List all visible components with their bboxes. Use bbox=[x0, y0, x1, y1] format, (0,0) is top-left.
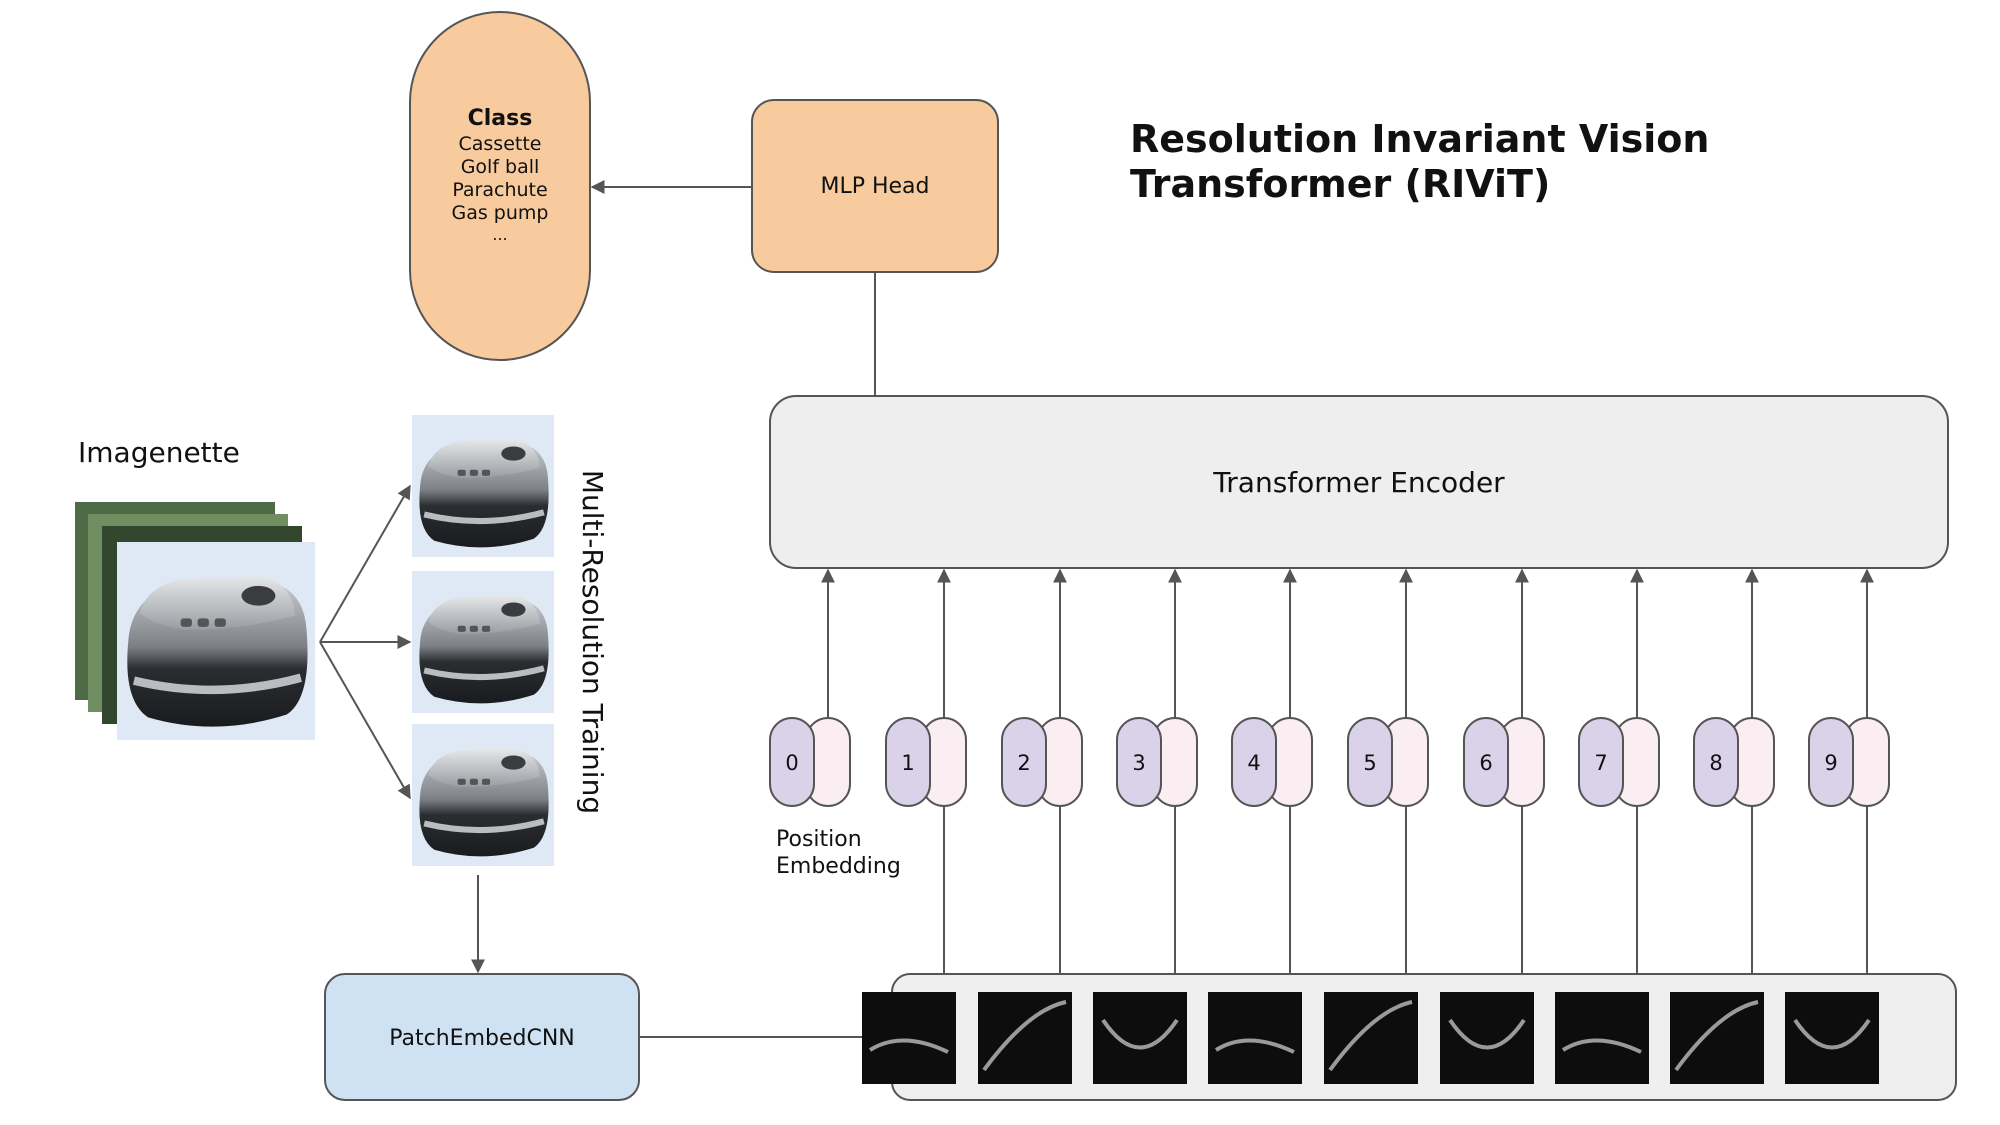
resolution-image bbox=[412, 724, 554, 866]
dataset-label: Imagenette bbox=[78, 436, 240, 469]
position-token-label: 1 bbox=[901, 751, 914, 775]
fanout-arrow-top bbox=[319, 484, 411, 643]
patch-image bbox=[862, 992, 956, 1084]
patch-edge-feature bbox=[1101, 1018, 1179, 1050]
position-embedding-label: Embedding bbox=[776, 854, 901, 879]
patch-image bbox=[1324, 992, 1418, 1084]
patch-image bbox=[1093, 992, 1187, 1084]
diagram-title-line2: Transformer (RIViT) bbox=[1130, 162, 1550, 206]
class-item: Parachute bbox=[452, 179, 547, 201]
position-token-label: 9 bbox=[1824, 751, 1837, 775]
position-embedding-label: Position bbox=[776, 827, 862, 852]
class-heading: Class bbox=[468, 106, 533, 131]
position-token-label: 0 bbox=[785, 751, 798, 775]
position-token bbox=[1001, 717, 1047, 807]
patch-edge-feature bbox=[868, 1038, 949, 1054]
patch-image bbox=[1555, 992, 1649, 1084]
patch-edge-feature bbox=[1214, 1038, 1295, 1054]
class-item: Gas pump bbox=[452, 202, 549, 224]
position-token bbox=[885, 717, 931, 807]
position-token bbox=[1808, 717, 1854, 807]
class-item: Golf ball bbox=[461, 156, 540, 178]
patch-image bbox=[1670, 992, 1764, 1084]
position-token bbox=[1463, 717, 1509, 807]
transformer-encoder-label: Transformer Encoder bbox=[1212, 466, 1505, 499]
sample-image bbox=[117, 542, 315, 740]
patch-embed-box: PatchEmbedCNN bbox=[324, 973, 640, 1101]
position-token-label: 6 bbox=[1479, 751, 1492, 775]
token-group: 0 1 2 3 4 5 6 7 8 9 bbox=[769, 568, 1890, 974]
class-item: ... bbox=[492, 225, 507, 244]
position-token bbox=[1231, 717, 1277, 807]
resolution-image bbox=[412, 571, 554, 713]
position-token bbox=[769, 717, 815, 807]
position-token-label: 7 bbox=[1594, 751, 1607, 775]
patch-edge-feature bbox=[1561, 1038, 1642, 1054]
position-token bbox=[1347, 717, 1393, 807]
transformer-encoder-box: Transformer Encoder bbox=[769, 395, 1949, 569]
fanout-arrow-bottom bbox=[319, 641, 411, 800]
patch-embed-label: PatchEmbedCNN bbox=[389, 1026, 575, 1051]
patch-image bbox=[1440, 992, 1534, 1084]
patch-image bbox=[1785, 992, 1879, 1084]
position-token-label: 8 bbox=[1709, 751, 1722, 775]
class-box: Class Cassette Golf ball Parachute Gas p… bbox=[409, 11, 591, 361]
patch-edge-feature bbox=[1328, 1000, 1413, 1072]
position-token-label: 5 bbox=[1363, 751, 1376, 775]
position-token bbox=[1578, 717, 1624, 807]
resolution-image bbox=[412, 415, 554, 557]
position-token bbox=[1116, 717, 1162, 807]
mlp-head-box: MLP Head bbox=[751, 99, 999, 273]
position-token-label: 3 bbox=[1132, 751, 1145, 775]
position-token bbox=[1693, 717, 1739, 807]
imagenette-image-stack bbox=[75, 502, 315, 740]
position-token-label: 2 bbox=[1017, 751, 1030, 775]
patch-edge-feature bbox=[1448, 1018, 1526, 1050]
patch-image bbox=[978, 992, 1072, 1084]
diagram-title-line1: Resolution Invariant Vision bbox=[1130, 117, 1709, 161]
patch-edge-feature bbox=[982, 1000, 1067, 1072]
patch-edge-feature bbox=[1793, 1018, 1871, 1050]
position-token-label: 4 bbox=[1247, 751, 1260, 775]
training-label: Multi-Resolution Training bbox=[576, 470, 609, 814]
class-item: Cassette bbox=[459, 133, 542, 155]
patch-edge-feature bbox=[1674, 1000, 1759, 1072]
patch-group bbox=[862, 992, 1879, 1084]
mlp-head-label: MLP Head bbox=[820, 174, 929, 199]
patch-image bbox=[1208, 992, 1302, 1084]
